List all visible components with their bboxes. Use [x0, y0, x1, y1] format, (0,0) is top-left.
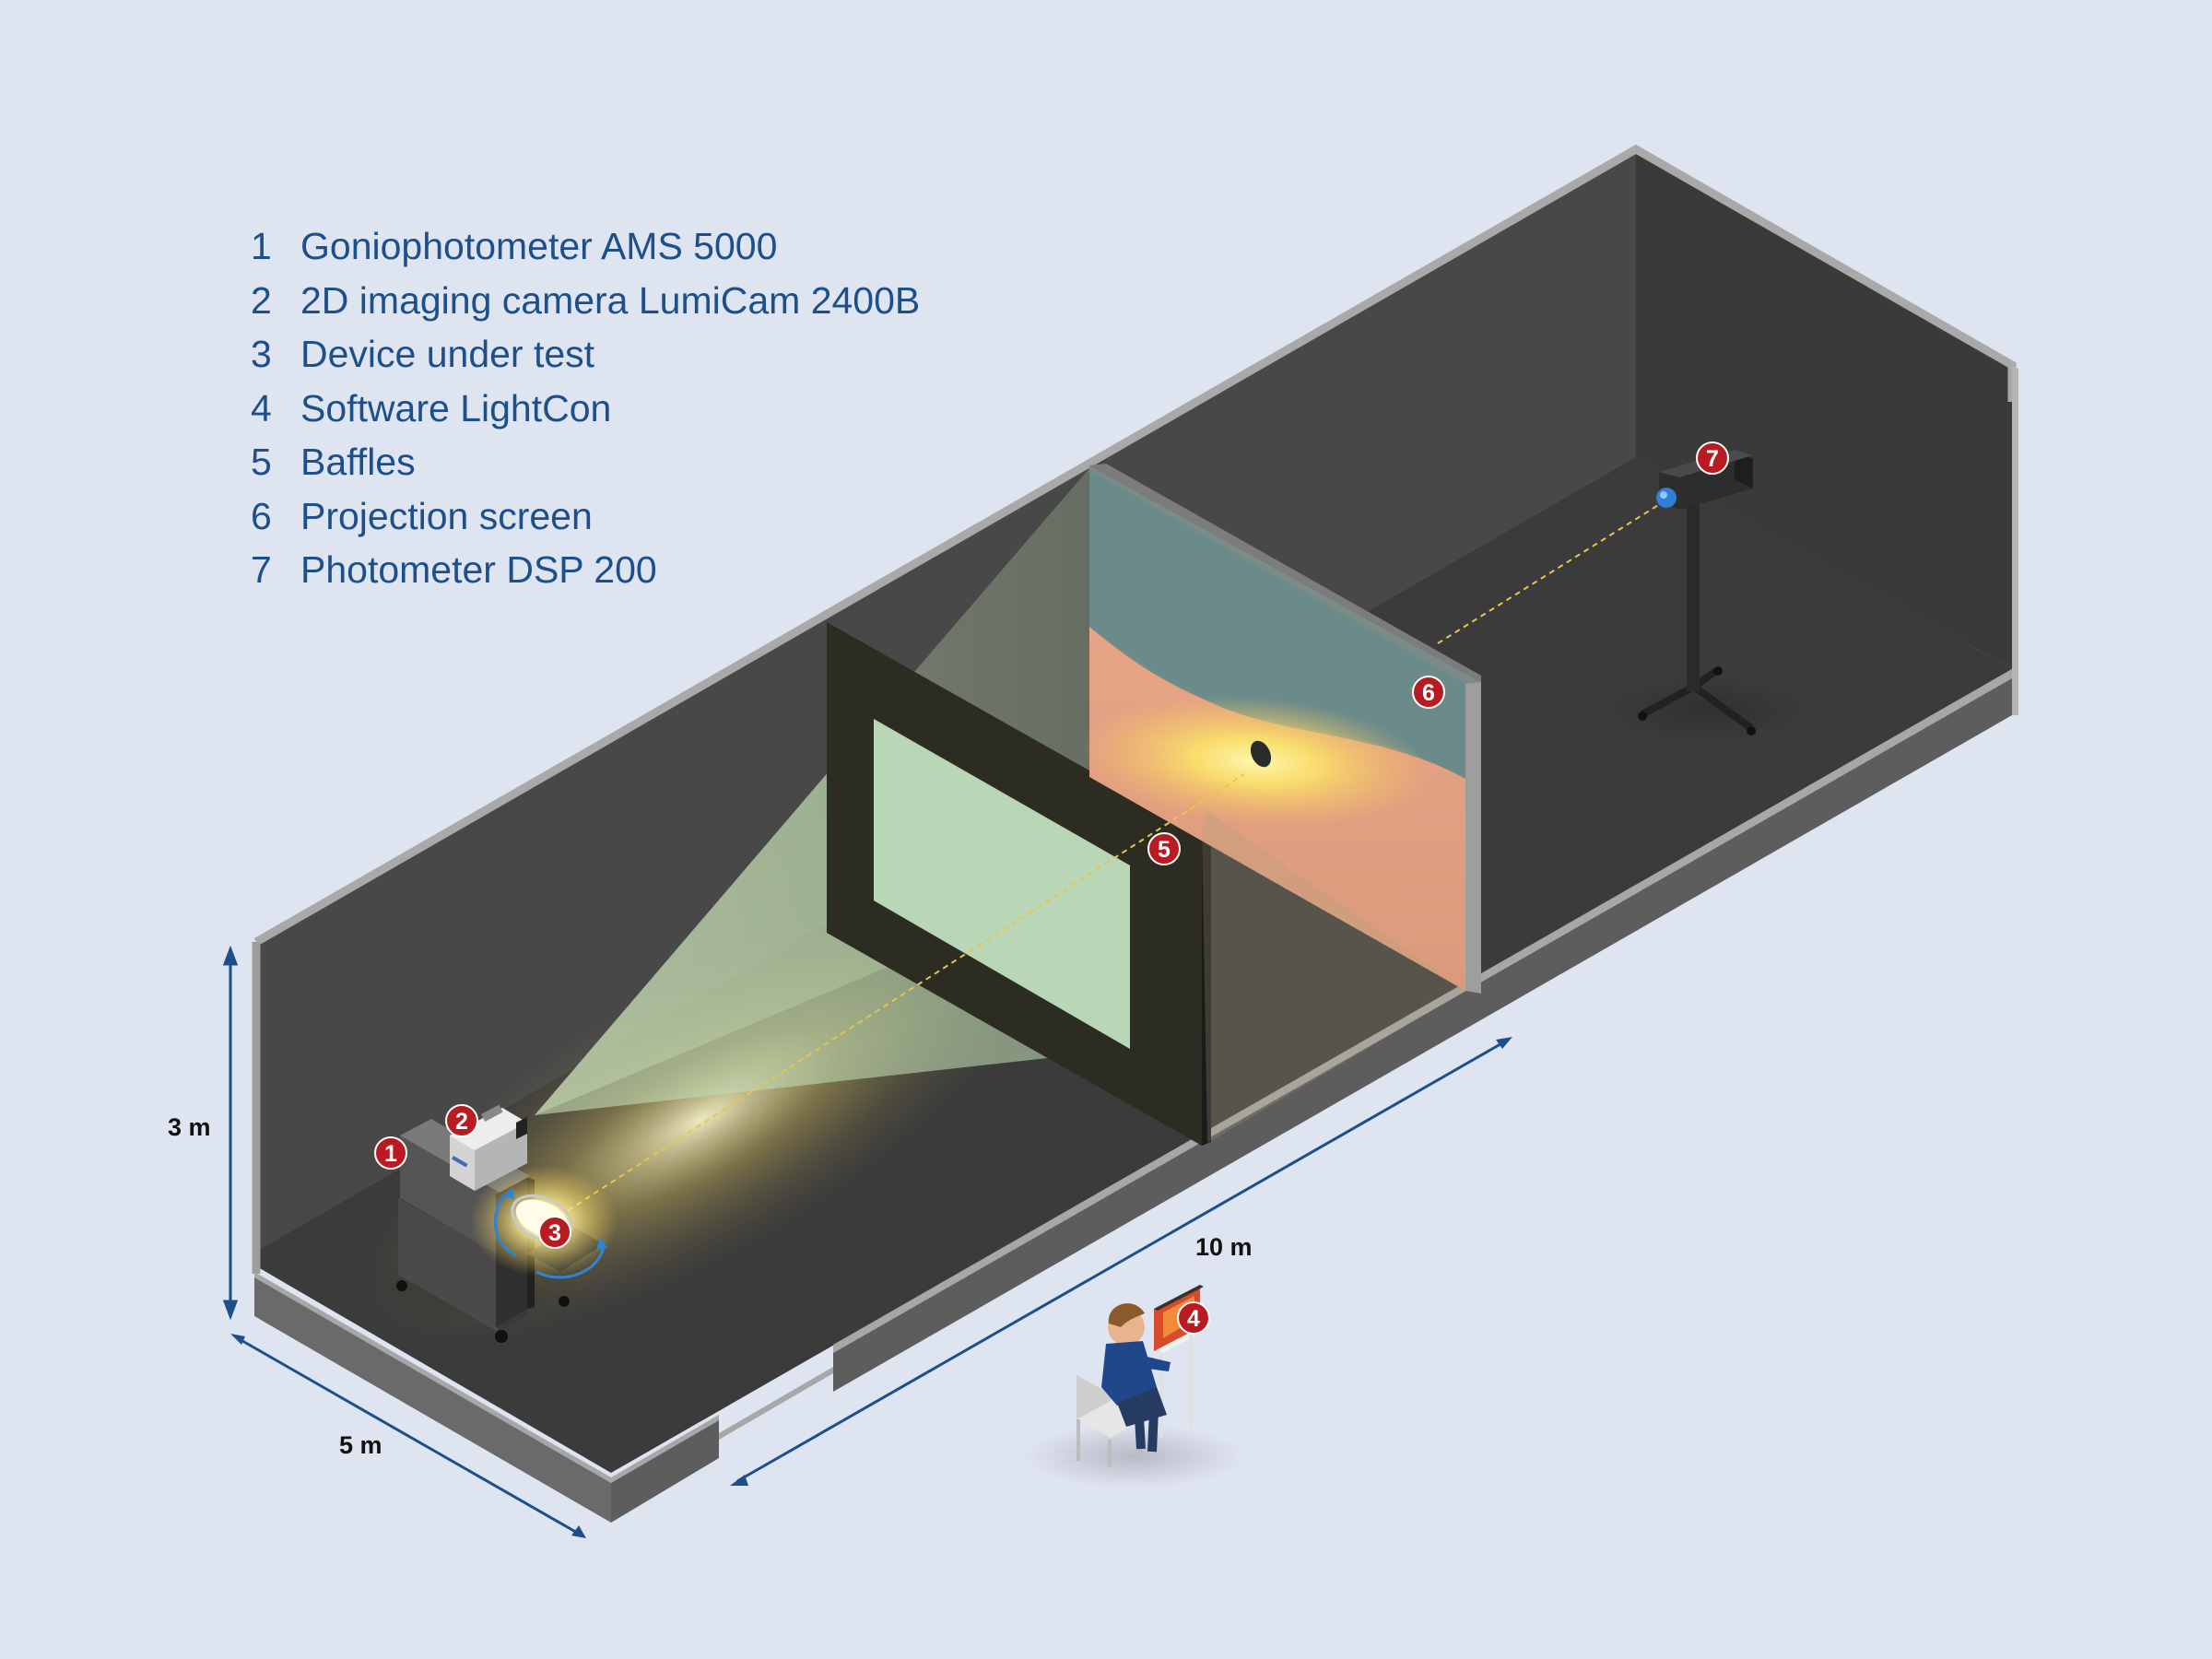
rotation-arrow-vertical	[493, 1194, 517, 1257]
legend-number: 7	[251, 548, 272, 591]
legend: 1 Goniophotometer AMS 5000 2 2D imaging ca…	[251, 219, 920, 597]
optical-axis-right	[1437, 497, 1671, 644]
svg-text:3: 3	[548, 1220, 561, 1246]
legend-item-1: 1 Goniophotometer AMS 5000	[251, 219, 920, 274]
length-arrow	[736, 1040, 1506, 1483]
svg-text:5: 5	[1158, 837, 1171, 863]
legend-label: 2D imaging camera LumiCam 2400B	[300, 278, 921, 322]
height-dimension-label: 3 m	[168, 1113, 211, 1141]
rotation-arrow-horizontal	[535, 1245, 606, 1279]
legend-item-3: 3 Device under test	[251, 327, 920, 382]
legend-label: Software LightCon	[300, 386, 612, 429]
legend-item-7: 7 Photometer DSP 200	[251, 543, 920, 597]
projection-screen-wall	[1080, 464, 1481, 994]
width-dimension-label: 5 m	[339, 1431, 382, 1459]
legend-number: 6	[251, 494, 272, 537]
badge-6: 6	[1412, 676, 1445, 709]
legend-item-6: 6 Projection screen	[251, 489, 920, 544]
badges: 1 2 3 4 5 6 7	[374, 441, 1729, 1335]
legend-item-2: 2 2D imaging camera LumiCam 2400B	[251, 274, 920, 328]
photometer-lens	[1656, 488, 1677, 508]
legend-label: Device under test	[300, 333, 595, 375]
front-low-wall-right	[833, 678, 2012, 1392]
back-right-wall	[1636, 149, 2012, 669]
length-dimension-label: 10 m	[1195, 1233, 1253, 1261]
legend-number: 4	[251, 386, 272, 429]
legend-label: Projection screen	[300, 494, 593, 537]
badge-4: 4	[1177, 1301, 1210, 1335]
svg-text:4: 4	[1187, 1306, 1200, 1332]
badge-5: 5	[1147, 832, 1181, 865]
legend-number: 5	[251, 441, 272, 483]
legend-item-5: 5 Baffles	[251, 435, 920, 489]
legend-item-4: 4 Software LightCon	[251, 382, 920, 436]
dimension-arrows	[222, 945, 1512, 1538]
legend-label: Goniophotometer AMS 5000	[300, 225, 778, 267]
badge-3: 3	[538, 1216, 571, 1249]
svg-text:1: 1	[384, 1141, 397, 1167]
badge-2: 2	[445, 1104, 478, 1137]
operator-workstation	[1023, 1285, 1244, 1488]
legend-label: Photometer DSP 200	[300, 548, 657, 591]
width-arrow	[237, 1336, 580, 1535]
legend-number: 2	[251, 278, 272, 322]
front-low-wall-left	[254, 1277, 611, 1523]
legend-number: 1	[251, 225, 272, 267]
front-low-wall-mid	[611, 1420, 719, 1523]
svg-text:6: 6	[1422, 680, 1435, 706]
svg-text:7: 7	[1706, 446, 1719, 472]
legend-label: Baffles	[300, 441, 416, 483]
badge-1: 1	[374, 1136, 407, 1170]
legend-number: 3	[251, 333, 272, 375]
goniophotometer-ams5000	[378, 1104, 604, 1343]
svg-text:2: 2	[455, 1109, 468, 1135]
badge-7: 7	[1696, 441, 1729, 475]
baffle	[827, 622, 1211, 1146]
